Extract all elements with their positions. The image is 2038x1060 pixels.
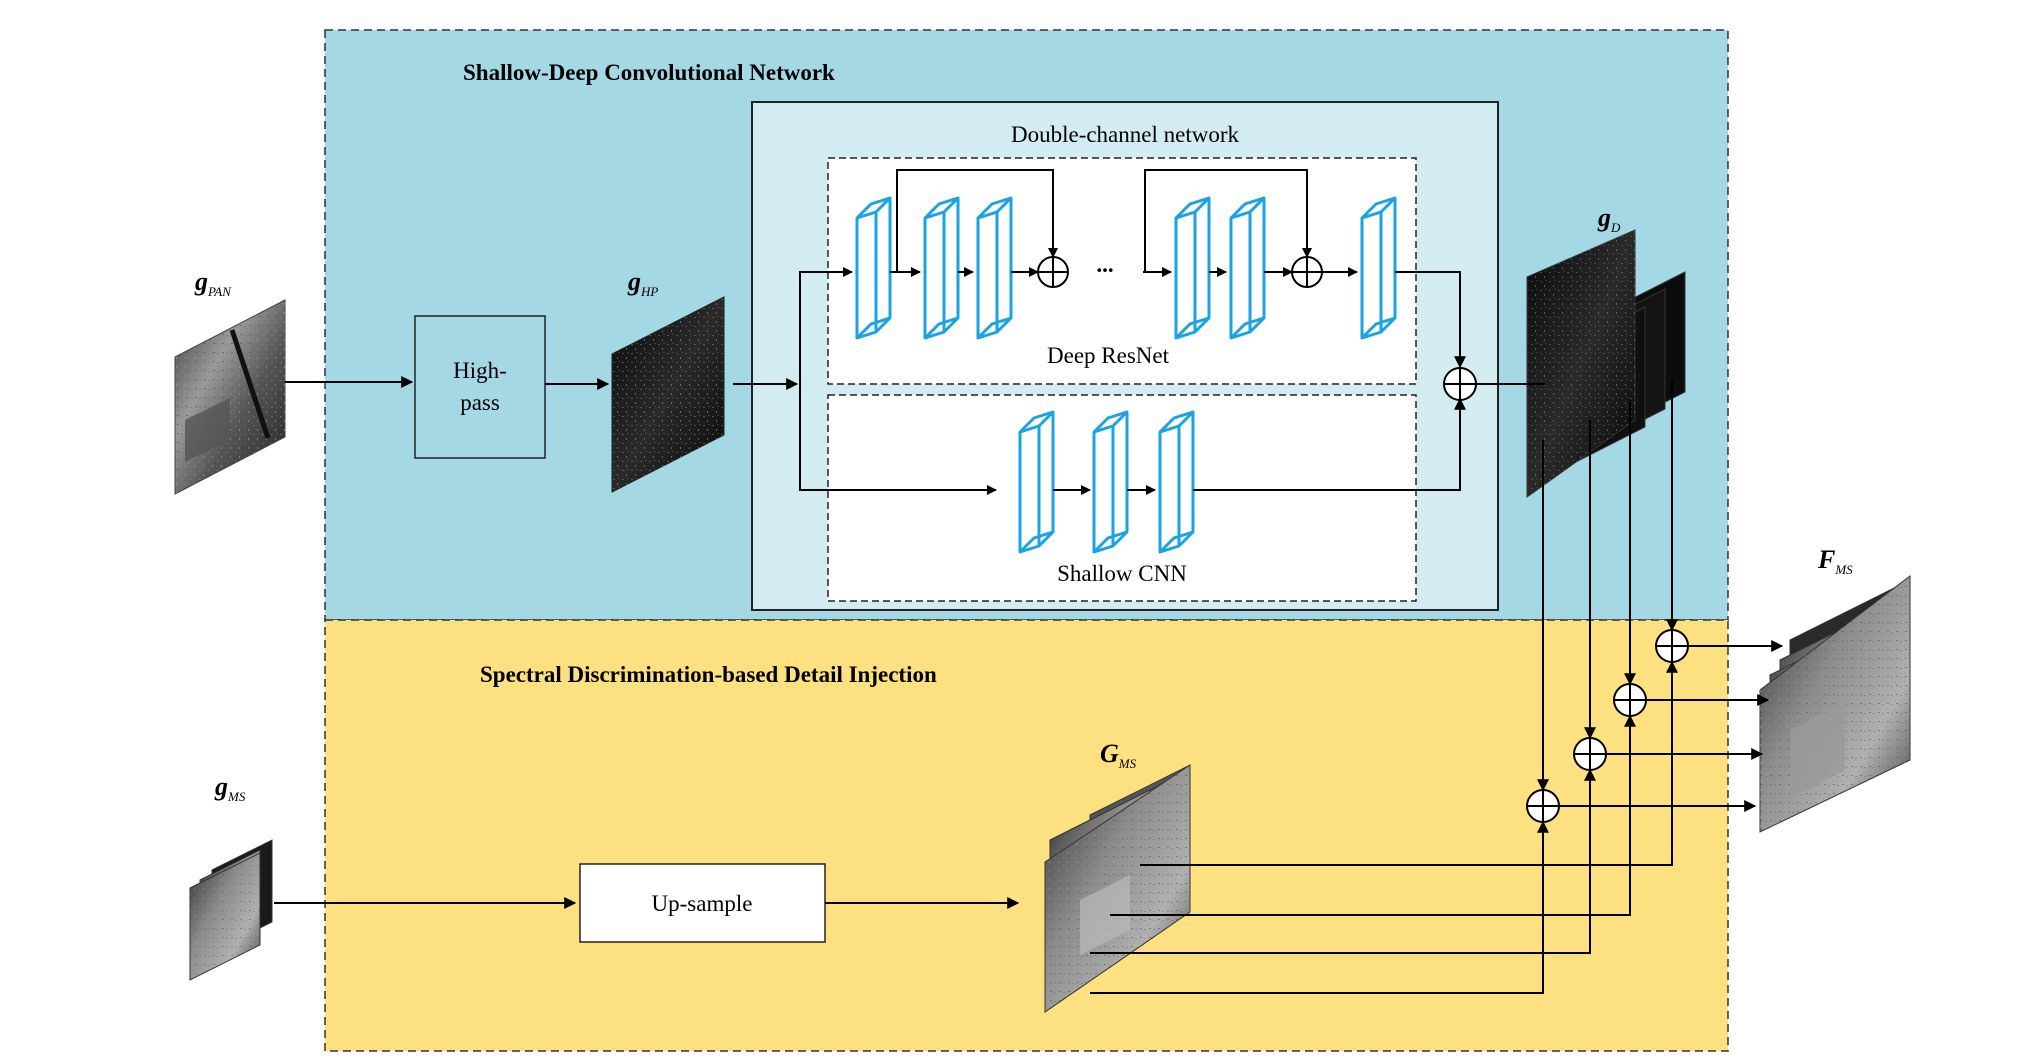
highpass-label-line1: High- — [453, 358, 507, 383]
label-g-pan-sub: PAN — [207, 284, 232, 299]
label-g-d-base: g — [1597, 203, 1611, 232]
label-g-ms-sub: MS — [227, 789, 246, 804]
shallow-conv-layer — [1092, 410, 1129, 554]
detail-injection-region — [324, 619, 1729, 1052]
shallow-cnn-label: Shallow CNN — [1057, 561, 1187, 586]
highpass-block: High- pass — [414, 315, 546, 459]
conv-layers — [855, 196, 1397, 554]
deep-resnet-label: Deep ResNet — [1047, 343, 1170, 368]
label-g-pan-base: g — [194, 267, 208, 296]
label-G-ms-base: G — [1100, 739, 1119, 768]
skip-connection-1 — [896, 169, 1058, 272]
pan-image — [174, 299, 286, 495]
deep-conv-layer — [1174, 196, 1211, 340]
ellipsis: ... — [1096, 252, 1113, 277]
connections — [274, 169, 1784, 994]
upsample-block: Up-sample — [579, 863, 826, 943]
deep-conv-layer — [923, 196, 960, 340]
sum-node-inject-2 — [1573, 737, 1607, 771]
section-title-shallow-deep: Shallow-Deep Convolutional Network — [463, 60, 835, 85]
sum-node-resnet-1 — [1037, 256, 1069, 288]
label-g-ms-base: g — [214, 772, 228, 801]
hp-image — [611, 296, 725, 493]
deep-conv-layer — [855, 196, 892, 340]
label-G-ms-sub: MS — [1118, 756, 1137, 771]
label-g-pan: gPAN — [194, 267, 232, 299]
deep-conv-layer — [1360, 196, 1397, 340]
section-title-detail-injection: Spectral Discrimination-based Detail Inj… — [480, 662, 937, 687]
sum-node-inject-1 — [1526, 789, 1560, 823]
label-F-ms-sub: MS — [1834, 562, 1853, 577]
sum-nodes — [1037, 256, 1689, 823]
gd-image-stack — [1526, 229, 1686, 498]
Gms-image-stack — [1044, 764, 1191, 1013]
Gms-band3-to-inj — [1110, 714, 1636, 916]
label-g-hp-sub: HP — [640, 284, 658, 299]
sum-node-inject-4 — [1655, 629, 1689, 663]
double-channel-label: Double-channel network — [1011, 122, 1240, 147]
Gms-band2-to-inj — [1090, 768, 1596, 954]
shallow-conv-layer — [1158, 410, 1195, 554]
label-g-hp: gHP — [627, 267, 658, 299]
label-g-d-sub: D — [1610, 220, 1621, 235]
sum-node-inject-3 — [1613, 683, 1647, 717]
upsample-label: Up-sample — [652, 891, 753, 916]
label-g-ms: gMS — [214, 772, 246, 804]
label-g-d: gD — [1597, 203, 1621, 235]
label-F-ms: FMS — [1817, 545, 1853, 577]
label-G-ms: GMS — [1100, 739, 1137, 771]
Gms-band1-to-inj — [1090, 820, 1549, 994]
highpass-label-line2: pass — [460, 390, 500, 415]
sum-node-resnet-2 — [1291, 256, 1323, 288]
sum-node-main — [1443, 367, 1477, 401]
shallow-cnn-box — [827, 394, 1417, 602]
ms-image-stack — [189, 839, 273, 981]
deep-conv-layer — [976, 196, 1013, 340]
deep-conv-layer — [1229, 196, 1266, 340]
arrow-deep-to-sum — [1395, 271, 1466, 369]
Fms-image-stack — [1759, 574, 1911, 833]
arrow-shallow-to-sum — [1193, 397, 1466, 491]
label-F-ms-base: F — [1817, 545, 1835, 574]
shallow-conv-layer — [1018, 410, 1055, 554]
skip-connection-2 — [1144, 169, 1312, 272]
Gms-band4-to-inj — [1140, 660, 1678, 866]
label-g-hp-base: g — [627, 267, 641, 296]
